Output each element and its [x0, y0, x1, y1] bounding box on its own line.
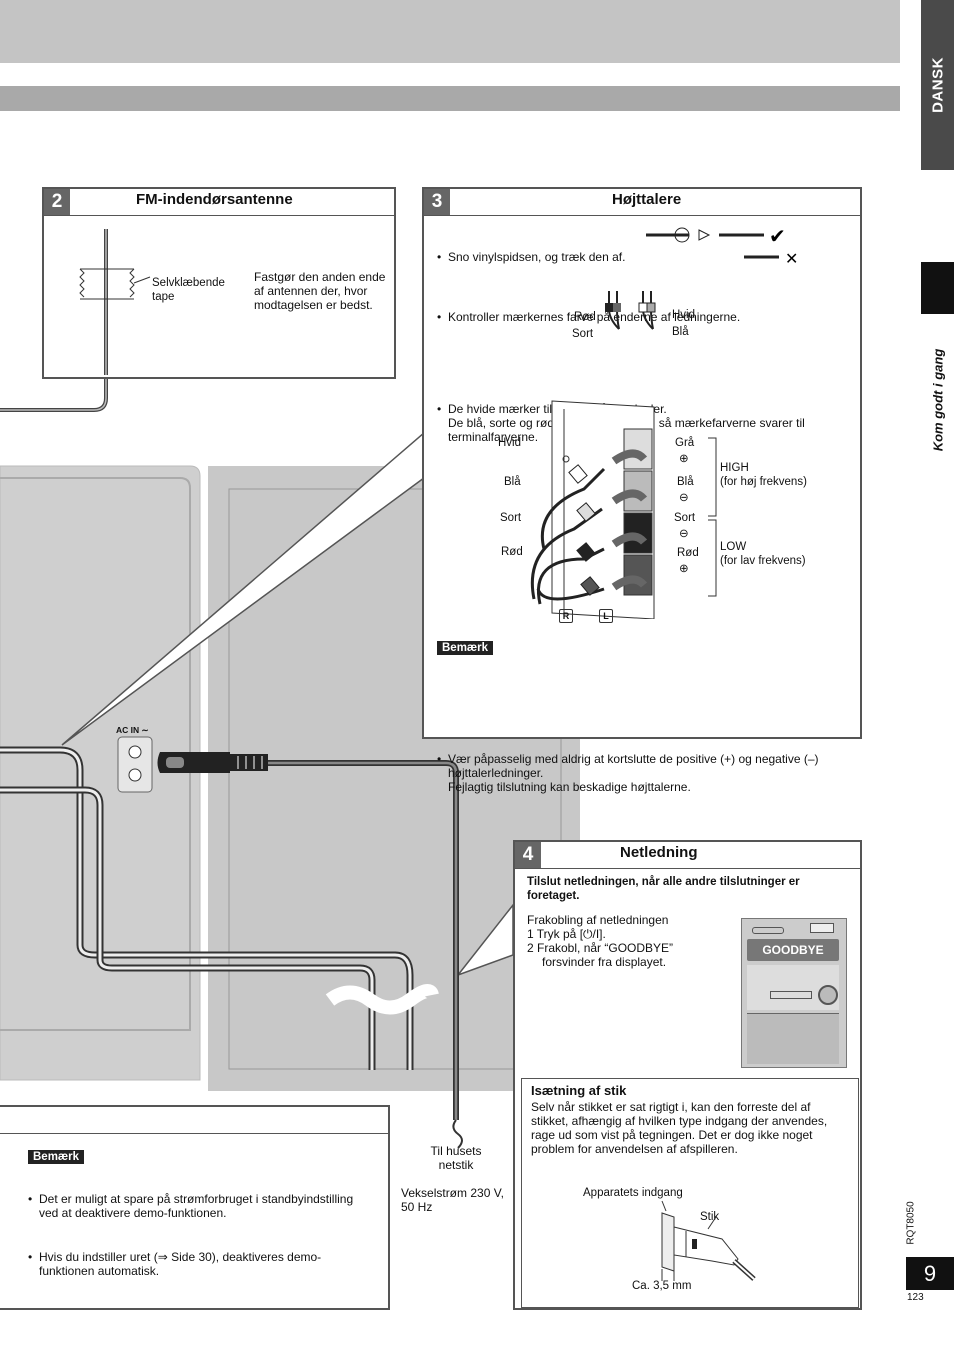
- power-panel-header: 4 Netledning: [515, 842, 860, 869]
- bottom-note-item-2: Hvis du indstiller uret (⇒ Side 30), dea…: [28, 1250, 359, 1278]
- sub-page-number: 123: [907, 1292, 924, 1303]
- left-label-bla: Blå: [504, 476, 521, 488]
- doc-code: RQT8050: [905, 1200, 917, 1245]
- wire-twist-icon: ✔ ✕: [646, 224, 798, 265]
- svg-text:✔: ✔: [769, 224, 786, 248]
- disconnect-step-2: 2 Frakobl, når “GOODBYE” forsvinder fra …: [527, 941, 674, 969]
- bottom-note-panel: Bemærk Det er muligt at spare på strømfo…: [0, 1105, 390, 1310]
- outlet-spec: Vekselstrøm 230 V, 50 Hz: [401, 1186, 504, 1214]
- right-label-rod: Rød: [677, 547, 699, 559]
- right-label-gra: Grå: [675, 437, 695, 449]
- inlet-label: Apparatets indgang: [583, 1187, 683, 1199]
- header-bar: [0, 0, 900, 63]
- fm-panel-title: FM-indendørsantenne: [136, 191, 293, 208]
- section-marker: [921, 262, 954, 314]
- page-number: 9: [906, 1257, 954, 1290]
- speaker-panel-title: Højttalere: [612, 191, 682, 208]
- outlet-label: Til husets netstik: [430, 1144, 482, 1172]
- channel-l-label: L: [599, 609, 613, 623]
- power-cord-panel: 4 Netledning Tilslut netledningen, når a…: [513, 840, 862, 1310]
- svg-text:✕: ✕: [785, 249, 798, 265]
- channel-r-label: R: [559, 609, 573, 623]
- step-number: 4: [515, 842, 541, 868]
- gap-label: Ca. 3,5 mm: [632, 1280, 692, 1292]
- frequency-brackets: [708, 437, 717, 597]
- antenna-instruction: Fastgør den anden ende af antennen der, …: [254, 270, 386, 312]
- ac-in-label: AC IN ∼: [116, 725, 149, 735]
- subheader-bar: [0, 86, 900, 111]
- device-display: GOODBYE: [747, 939, 839, 961]
- plug-insertion-text: Selv når stikket er sat rigtigt i, kan d…: [531, 1100, 828, 1156]
- right-label-bla: Blå: [677, 476, 694, 488]
- wire-label-hvid: Hvid: [672, 309, 696, 321]
- bullet-check-colors: Kontroller mærkernes farve på enderne af…: [437, 310, 873, 324]
- bottom-note-item-1: Det er muligt at spare på strømforbruget…: [28, 1192, 359, 1220]
- language-tab: DANSK: [921, 0, 954, 170]
- wire-label-rod: Rød: [574, 311, 596, 323]
- bottom-note-tag: Bemærk: [28, 1147, 85, 1165]
- disconnect-step-1: 1 Tryk på [⏻/I].: [527, 927, 606, 941]
- power-panel-title: Netledning: [620, 844, 698, 861]
- bullet-twist: Sno vinylspidsen, og træk den af.: [437, 250, 873, 264]
- wire-label-sort: Sort: [572, 328, 594, 340]
- antenna-tape-diagram: [79, 229, 151, 375]
- speaker-note-tag: Bemærk: [437, 638, 494, 656]
- wire-marker-icon: [605, 291, 656, 330]
- fm-panel-header: 2 FM-indendørsantenne: [44, 189, 394, 216]
- speaker-terminal-diagram: [530, 400, 655, 619]
- left-label-rod: Rød: [501, 546, 523, 558]
- speaker-panel: 3 Højttalere Sno vinylspidsen, og træk d…: [422, 187, 862, 794]
- plus-icon: ⊕: [679, 563, 689, 575]
- plug-insertion-box: Isætning af stik Selv når stikket er sat…: [521, 1078, 859, 1308]
- step-number: 3: [424, 189, 450, 215]
- device-front-illustration: GOODBYE: [741, 918, 847, 1068]
- low-label: LOW: [720, 541, 747, 553]
- speaker-note: Vær påpasselig med aldrig at kortslutte …: [437, 752, 848, 794]
- low-desc: (for lav frekvens): [720, 555, 806, 567]
- fm-antenna-panel: 2 FM-indendørsantenne Selvklæbende tape …: [42, 187, 396, 379]
- wire-label-bla: Blå: [672, 326, 689, 338]
- left-label-hvid: Hvid: [498, 437, 522, 449]
- disconnect-title: Frakobling af netledningen: [527, 913, 669, 927]
- plug-insertion-title: Isætning af stik: [531, 1083, 627, 1098]
- left-label-sort: Sort: [500, 512, 522, 524]
- speaker-panel-header: 3 Højttalere: [424, 189, 860, 216]
- high-label: HIGH: [720, 462, 749, 474]
- high-desc: (for høj frekvens): [720, 476, 807, 488]
- right-label-sort: Sort: [674, 512, 696, 524]
- tape-label: Selvklæbende tape: [152, 277, 225, 303]
- plug-insertion-diagram: [661, 1200, 756, 1281]
- bottom-panel-header: [0, 1107, 388, 1134]
- plus-icon: ⊕: [679, 453, 689, 465]
- minus-icon: ⊖: [679, 492, 689, 504]
- minus-icon: ⊖: [679, 528, 689, 540]
- step-number: 2: [44, 189, 70, 215]
- power-instruction: Tilslut netledningen, når alle andre til…: [527, 876, 800, 902]
